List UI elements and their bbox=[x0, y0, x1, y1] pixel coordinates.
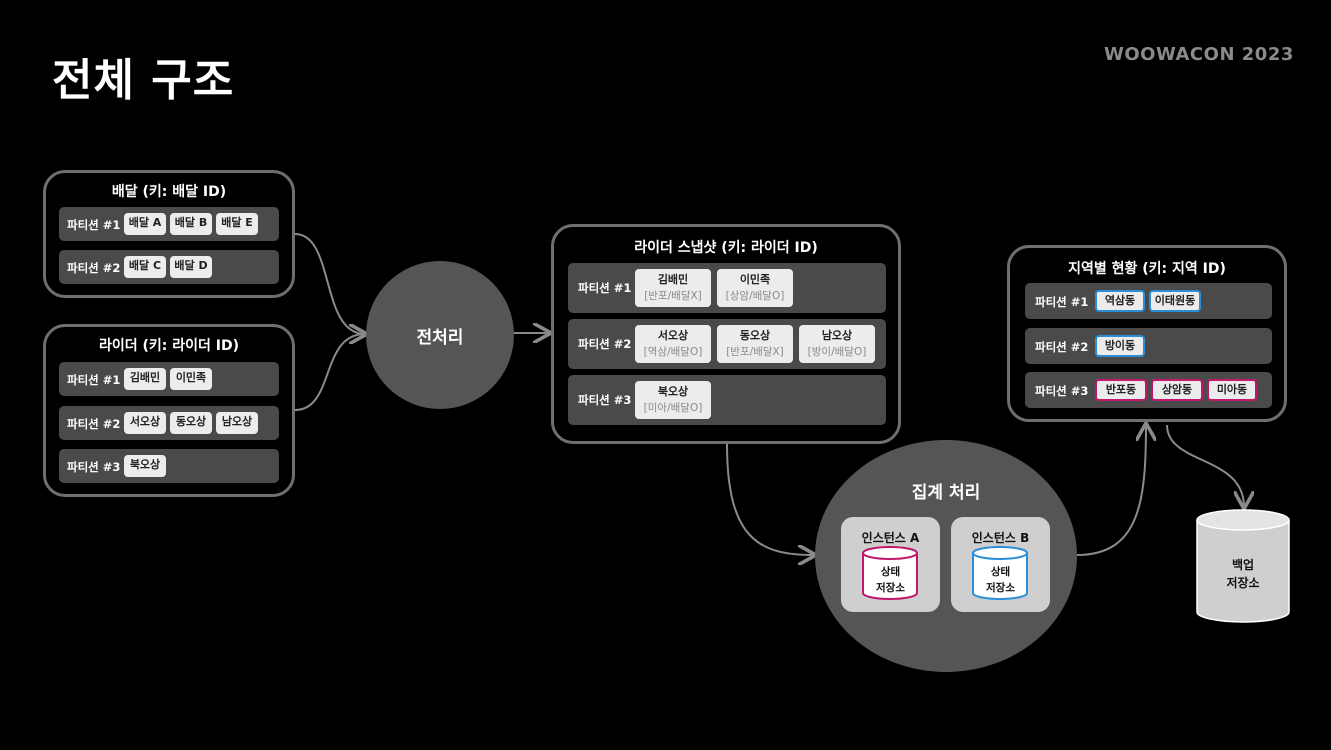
delivery-topic: 배달 (키: 배달 ID) 파티션 #1 배달 A 배달 B 배달 E 파티션 … bbox=[43, 170, 295, 298]
store-line1: 상태 bbox=[990, 566, 1011, 578]
instance-title: 인스턴스 A bbox=[861, 531, 920, 545]
rider-snapshot-topic: 라이더 스냅샷 (키: 라이더 ID) 파티션 #1 김배민 [반포/배달X] 이… bbox=[551, 224, 901, 444]
rider-chip: 동오상 bbox=[170, 412, 212, 434]
rider-partition-1: 파티션 #1 김배민 이민족 bbox=[59, 362, 279, 396]
rider-title: 라이더 (키: 라이더 ID) bbox=[98, 338, 239, 354]
region-title: 지역별 현황 (키: 지역 ID) bbox=[1068, 261, 1226, 277]
rider-name: 서오상 bbox=[657, 329, 689, 342]
instance-a: 인스턴스 A 상태 저장소 bbox=[841, 517, 940, 612]
partition-label: 파티션 #2 bbox=[67, 261, 121, 275]
snapshot-chip: 서오상 [역삼/배달O] bbox=[635, 325, 711, 363]
backup-storage-label: 백업 저장소 bbox=[1197, 556, 1289, 592]
rider-chip: 북오상 bbox=[124, 455, 166, 477]
partition-label: 파티션 #2 bbox=[67, 417, 121, 431]
instance-title: 인스턴스 B bbox=[971, 531, 1030, 545]
region-chip: 이태원동 bbox=[1149, 290, 1201, 312]
partition-label: 파티션 #1 bbox=[67, 373, 121, 387]
snapshot-chip: 북오상 [미아/배달O] bbox=[635, 381, 711, 419]
delivery-chip: 배달 A bbox=[124, 213, 166, 235]
region-chip: 상암동 bbox=[1151, 379, 1203, 401]
delivery-chip: 배달 B bbox=[170, 213, 212, 235]
partition-label: 파티션 #3 bbox=[1035, 384, 1089, 398]
rider-partition-2: 파티션 #2 서오상 동오상 남오상 bbox=[59, 406, 279, 440]
delivery-partition-2: 파티션 #2 배달 C 배달 D bbox=[59, 250, 279, 284]
rider-chip: 김배민 bbox=[124, 368, 166, 390]
store-line2: 저장소 bbox=[876, 582, 905, 594]
delivery-title: 배달 (키: 배달 ID) bbox=[111, 184, 227, 200]
snapshot-chip: 김배민 [반포/배달X] bbox=[635, 269, 711, 307]
rider-name: 동오상 bbox=[739, 329, 771, 342]
rider-state: [미아/배달O] bbox=[643, 402, 703, 414]
rider-state: [방이/배달O] bbox=[807, 346, 867, 358]
delivery-chip: 배달 E bbox=[216, 213, 258, 235]
delivery-chip: 배달 C bbox=[124, 256, 166, 278]
rider-name: 남오상 bbox=[821, 329, 853, 342]
region-chip: 역삼동 bbox=[1095, 290, 1145, 312]
backup-line2: 저장소 bbox=[1226, 576, 1260, 590]
arrow-delivery-to-preprocess bbox=[294, 233, 365, 334]
region-status-topic: 지역별 현황 (키: 지역 ID) 파티션 #1 역삼동 이태원동 파티션 #2… bbox=[1007, 245, 1287, 422]
aggregate-label: 집계 처리 bbox=[911, 483, 981, 503]
store-line1: 상태 bbox=[880, 566, 901, 578]
rider-state: [상암/배달O] bbox=[725, 290, 785, 302]
partition-label: 파티션 #1 bbox=[67, 218, 121, 232]
rider-name: 북오상 bbox=[657, 385, 689, 398]
snapshot-chip: 이민족 [상암/배달O] bbox=[717, 269, 793, 307]
snapshot-chip: 남오상 [방이/배달O] bbox=[799, 325, 875, 363]
page-title: 전체 구조 bbox=[52, 55, 235, 106]
rider-chip: 서오상 bbox=[124, 412, 166, 434]
partition-label: 파티션 #1 bbox=[1035, 295, 1089, 309]
brand-logo: WOOWACON 2023 bbox=[1104, 44, 1294, 65]
state-store-a-label: 상태 저장소 bbox=[841, 564, 940, 596]
snapshot-chip: 동오상 [반포/배달X] bbox=[717, 325, 793, 363]
partition-label: 파티션 #3 bbox=[67, 460, 121, 474]
preprocess-node bbox=[366, 261, 514, 409]
snapshot-partition-1: 파티션 #1 김배민 [반포/배달X] 이민족 [상암/배달O] bbox=[568, 263, 886, 313]
rider-name: 김배민 bbox=[657, 273, 689, 286]
snapshot-title: 라이더 스냅샷 (키: 라이더 ID) bbox=[634, 240, 818, 256]
rider-partition-3: 파티션 #3 북오상 bbox=[59, 449, 279, 483]
state-store-a-icon bbox=[862, 546, 918, 600]
rider-state: [반포/배달X] bbox=[726, 346, 784, 358]
rider-topic: 라이더 (키: 라이더 ID) 파티션 #1 김배민 이민족 파티션 #2 서오… bbox=[43, 324, 295, 497]
state-store-b-label: 상태 저장소 bbox=[951, 564, 1050, 596]
region-partition-3: 파티션 #3 반포동 상암동 미아동 bbox=[1025, 372, 1272, 408]
partition-label: 파티션 #3 bbox=[578, 393, 632, 407]
rider-state: [반포/배달X] bbox=[644, 290, 702, 302]
state-store-b-icon bbox=[972, 546, 1028, 600]
arrow-aggregate-to-region bbox=[1076, 425, 1146, 556]
snapshot-partition-2: 파티션 #2 서오상 [역삼/배달O] 동오상 [반포/배달X] 남오상 [방이/배달… bbox=[568, 319, 886, 369]
region-chip: 미아동 bbox=[1207, 379, 1257, 401]
partition-label: 파티션 #1 bbox=[578, 281, 632, 295]
partition-label: 파티션 #2 bbox=[578, 337, 632, 351]
partition-label: 파티션 #2 bbox=[1035, 340, 1089, 354]
region-chip: 반포동 bbox=[1095, 379, 1147, 401]
instance-b: 인스턴스 B 상태 저장소 bbox=[951, 517, 1050, 612]
backup-line1: 백업 bbox=[1231, 558, 1255, 572]
arrow-snapshot-to-aggregate bbox=[726, 443, 814, 555]
preprocess-label: 전처리 bbox=[416, 328, 464, 348]
rider-chip: 남오상 bbox=[216, 412, 258, 434]
delivery-partition-1: 파티션 #1 배달 A 배달 B 배달 E bbox=[59, 207, 279, 241]
rider-name: 이민족 bbox=[739, 273, 771, 286]
arrow-rider-to-preprocess bbox=[294, 333, 366, 411]
rider-chip: 이민족 bbox=[170, 368, 212, 390]
region-partition-2: 파티션 #2 방이동 bbox=[1025, 328, 1272, 364]
region-partition-1: 파티션 #1 역삼동 이태원동 bbox=[1025, 283, 1272, 319]
store-line2: 저장소 bbox=[986, 582, 1015, 594]
delivery-chip: 배달 D bbox=[170, 256, 212, 278]
snapshot-partition-3: 파티션 #3 북오상 [미아/배달O] bbox=[568, 375, 886, 425]
rider-state: [역삼/배달O] bbox=[643, 346, 703, 358]
arrow-region-to-backup bbox=[1166, 424, 1244, 507]
region-chip: 방이동 bbox=[1095, 335, 1145, 357]
